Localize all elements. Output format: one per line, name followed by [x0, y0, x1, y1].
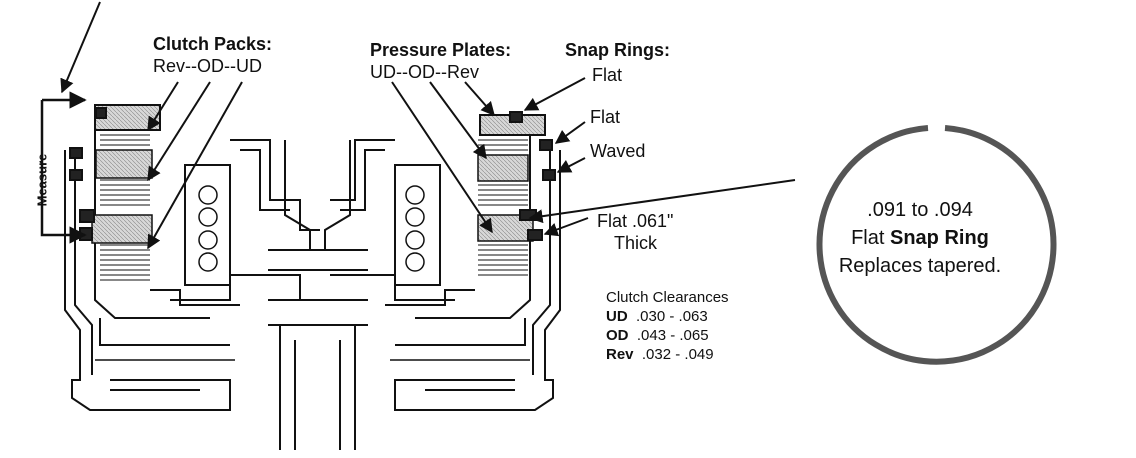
pressure-plates-order: UD--OD--Rev [370, 62, 479, 82]
measure-label: Measure [34, 153, 50, 207]
snap-ring-note: .091 to .094 Flat Snap Ring Replaces tap… [790, 196, 1050, 280]
clutch-packs-order: Rev--OD--UD [153, 56, 262, 76]
right-clutch-assembly [330, 111, 561, 411]
snap-ring-label-flat-2: Flat [590, 107, 621, 127]
left-clutch-plates [100, 134, 150, 281]
snap-ring-replaces: Replaces tapered. [838, 255, 1002, 277]
clearance-code: Rev [606, 346, 634, 363]
right-bearing-balls [405, 185, 425, 272]
clearance-code: OD [606, 327, 629, 344]
snap-ring-label-thick: Thick [614, 233, 658, 253]
snap-ring-spec: .091 to .094 [867, 199, 973, 221]
snap-ring-type: Flat Snap Ring [851, 227, 989, 249]
left-bearing-balls [198, 185, 218, 272]
clearance-row: Rev .032 - .049 [606, 345, 729, 364]
clearance-range: .043 - .065 [636, 327, 709, 344]
snap-ring-illustration [816, 125, 1057, 365]
clearance-code: UD [606, 308, 628, 325]
center-shaft [268, 140, 368, 450]
snap-ring-label-waved: Waved [590, 141, 646, 161]
clearance-range: .030 - .063 [636, 308, 708, 325]
snap-ring-label-flat-1: Flat [592, 65, 623, 85]
clearances-title: Clutch Clearances [606, 289, 729, 306]
left-clutch-assembly [40, 91, 320, 411]
clearance-row: UD .030 - .063 [606, 307, 729, 326]
snap-ring-label-flat-061: Flat .061" [597, 211, 674, 231]
clearance-row: OD .043 - .065 [606, 326, 729, 345]
clutch-clearances-block: Clutch Clearances UD .030 - .063 OD .043… [606, 288, 729, 364]
pressure-plates-title: Pressure Plates: [370, 40, 512, 60]
clearance-range: .032 - .049 [641, 346, 714, 363]
leader-lines [60, 1, 796, 250]
snap-rings-title: Snap Rings: [565, 40, 671, 60]
clutch-packs-title: Clutch Packs: [153, 34, 273, 54]
